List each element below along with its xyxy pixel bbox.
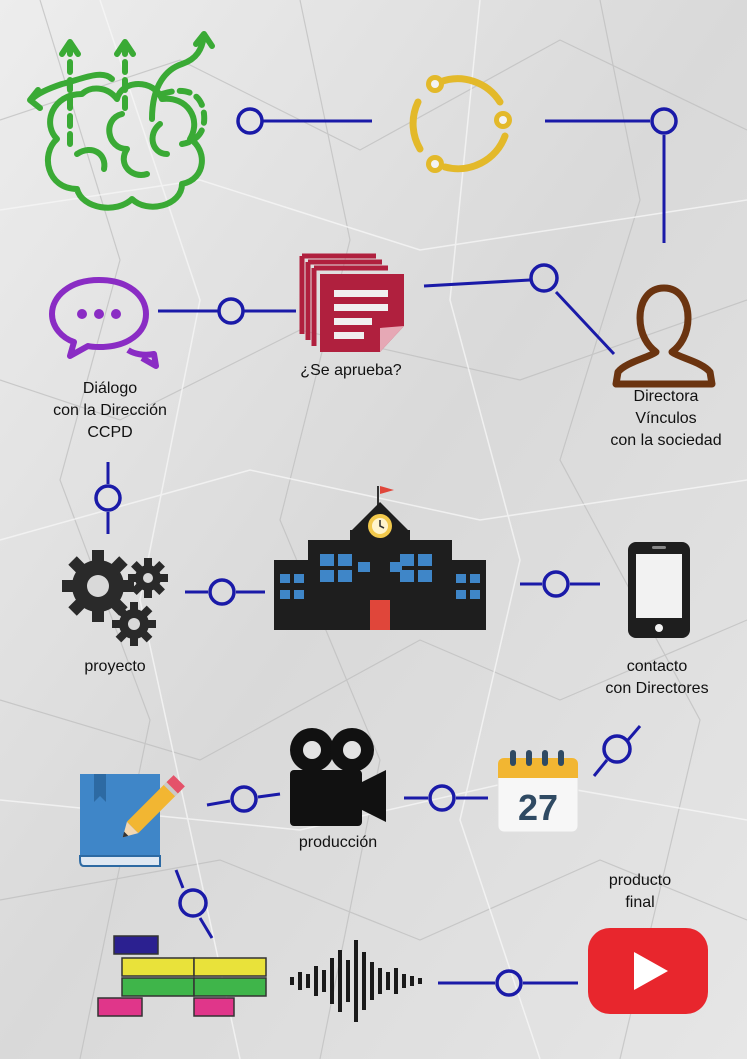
chat-bubbles-icon	[49, 277, 159, 369]
label-proyecto: proyecto	[84, 658, 146, 675]
label-produccion: producción	[298, 834, 378, 851]
book-pencil-icon	[79, 774, 185, 867]
cycle-icon	[409, 75, 512, 173]
person-icon	[612, 284, 716, 388]
smartphone-icon	[628, 542, 690, 638]
school-building-icon	[274, 486, 486, 630]
brain-paths-icon	[27, 31, 215, 211]
calendar-icon: 27	[497, 750, 579, 833]
gears-icon	[62, 550, 168, 646]
editing-timeline-icon	[97, 935, 267, 1017]
calendar-day: 27	[518, 787, 558, 828]
label-producto: producto final	[608, 872, 672, 911]
connector-lines	[106, 119, 666, 985]
video-camera-icon	[290, 728, 386, 826]
audio-waveform-icon	[290, 940, 422, 1022]
connector-nodes	[94, 107, 678, 997]
label-contacto: contacto con Directores	[605, 658, 709, 697]
label-dialogo: Diálogo con la Dirección CCPD	[53, 380, 167, 441]
document-stack-icon	[299, 253, 404, 352]
youtube-play-icon	[588, 928, 708, 1014]
label-directora: Directora Vínculos con la sociedad	[610, 388, 722, 449]
label-aprueba: ¿Se aprueba?	[300, 362, 402, 379]
